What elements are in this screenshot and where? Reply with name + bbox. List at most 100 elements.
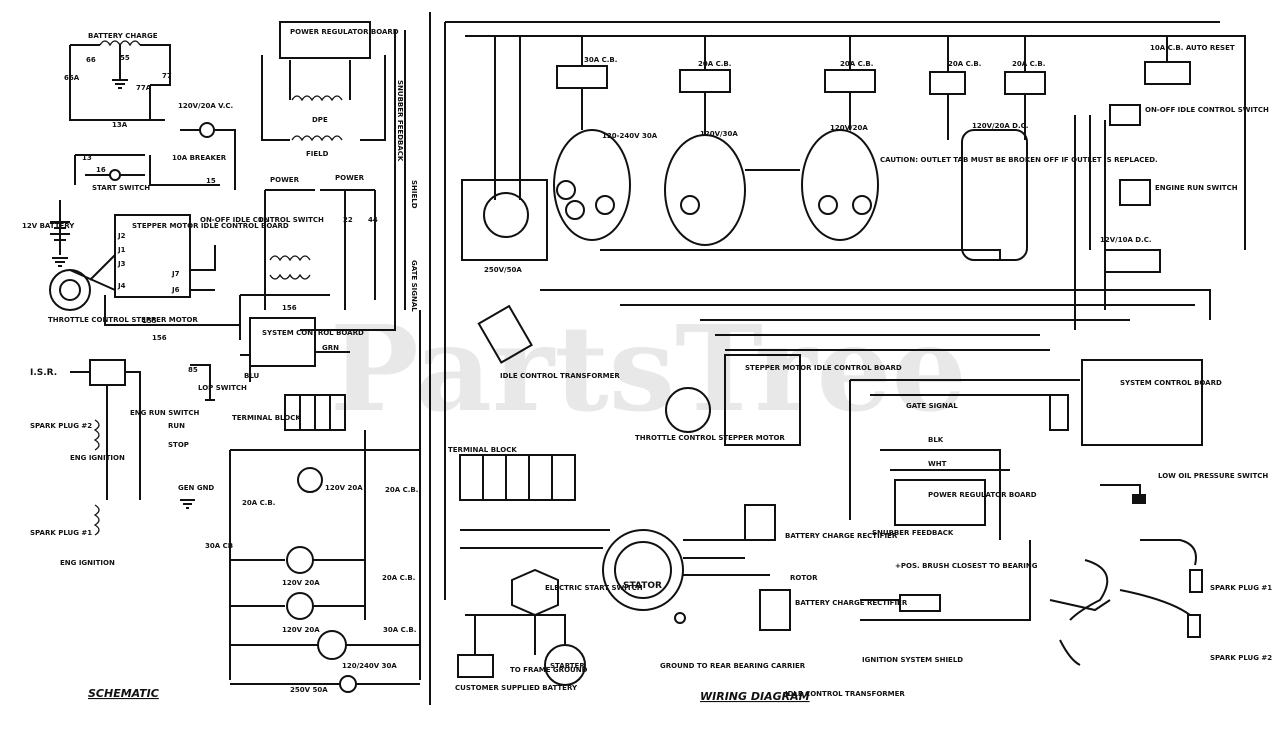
power-regulator-board [894, 479, 986, 526]
wire-label: J7 [171, 270, 180, 278]
rotor-rectifier-label: BATTERY CHARGE RECTIFIER [795, 599, 908, 607]
ignition-coil-2 [93, 504, 100, 536]
receptacle-3-label: 120V 20A [282, 626, 320, 634]
snubber-feedback-label: SNUBBER FEEDBACK [872, 529, 954, 537]
lop-wires [190, 364, 215, 401]
battery-charge-rectifier [744, 504, 776, 541]
isr-box [89, 359, 126, 386]
brush-wires [860, 540, 1031, 621]
cb-to-rec-wire [745, 92, 851, 171]
to-frame-ground-label: TO FRAME GROUND [510, 666, 588, 674]
electric-start-switch-icon [511, 568, 559, 617]
ignition-wires [106, 460, 141, 500]
dpe-label: DPE [312, 116, 328, 124]
dc-12v-label: 12V/10A D.C. [1100, 236, 1152, 244]
cb-label: 20A C.B. [698, 60, 731, 68]
ignition-coil-wires [1049, 559, 1111, 666]
ignition-coil-1 [93, 419, 100, 451]
cb-30a [556, 65, 608, 89]
vac-receptacle-icon [199, 122, 215, 138]
156-wire [239, 294, 330, 340]
stop-label: STOP [168, 441, 189, 449]
cb-20a-1-label: 20A C.B. [385, 486, 418, 494]
wire-label: J6 [171, 286, 180, 294]
terminal-block-label: TERMINAL BLOCK [232, 414, 301, 422]
terminal-icon [680, 195, 700, 215]
terminal-block [459, 454, 576, 501]
low-oil-switch-label: LOW OIL PRESSURE SWITCH [1158, 472, 1268, 480]
battery-symbol [50, 200, 70, 255]
wire-label: 22 [343, 216, 353, 224]
ignition-shield-label: IGNITION SYSTEM SHIELD [862, 656, 963, 664]
cb-20a-2-label: 20A C.B. [242, 499, 275, 507]
ground-rear-label: GROUND TO REAR BEARING CARRIER [660, 662, 806, 670]
cb-label: 20A C.B. [948, 60, 981, 68]
power-winding-2 [269, 273, 311, 280]
field-label: FIELD [306, 150, 329, 158]
cb-20a [824, 69, 876, 93]
battery-charge-rectifier-label: BATTERY CHARGE RECTIFIER [785, 532, 898, 540]
duplex-outlet-label: 120V/20A D.C. [972, 122, 1028, 130]
on-off-idle-switch[interactable] [1109, 104, 1141, 126]
wire-label: J3 [117, 260, 126, 268]
shield-label: SHIELD [410, 180, 418, 209]
engine-run-switch-label: ENGINE RUN SWITCH [1155, 184, 1238, 192]
run-label: RUN [168, 422, 185, 430]
isr-label: I.S.R. [30, 368, 57, 378]
terminal-icon [595, 195, 615, 215]
wire-label: J1 [117, 246, 126, 254]
wire-label: 85 [188, 366, 198, 374]
ground-symbol [180, 499, 195, 509]
blu-label: BLU [244, 372, 260, 380]
power-label-1: POWER [270, 176, 300, 184]
power-regulator-board [279, 21, 371, 59]
receptacle-120-240-label: 120-240V 30A [602, 132, 658, 140]
snubber-feedback-label: SNUBBER FEEDBACK [396, 80, 404, 162]
power-label-2: POWER [335, 174, 365, 182]
stator-inner-icon [614, 541, 672, 599]
receptacle-wires [230, 559, 420, 685]
lop-switch-label: LOP SWITCH [198, 384, 247, 392]
watermark: PartsTree [330, 299, 967, 438]
breaker-wires [74, 154, 220, 186]
receptacle-5-icon [339, 675, 357, 693]
starter-label: STARTER [550, 662, 585, 670]
receptacle-2-label: 120V 20A [282, 579, 320, 587]
gate-signal-label: GATE SIGNAL [906, 402, 958, 410]
terminal-icon [565, 200, 585, 220]
scb-wires [849, 379, 1080, 520]
vac-label: 120V/20A V.C. [178, 102, 233, 110]
stator-wires [460, 529, 770, 576]
motor-wires [69, 254, 116, 291]
wire-label: 13A [112, 121, 128, 129]
top-bus-wires [444, 21, 1246, 600]
receptacle-120-240-icon [553, 129, 631, 241]
receptacle-120v20-icon [801, 129, 879, 241]
cb-30a-label: 30A CB [205, 542, 233, 550]
spark-plug-1-label: SPARK PLUG #1 [30, 529, 92, 537]
155-wire [104, 295, 240, 326]
motor-rotor-icon [59, 279, 81, 301]
blk-label: BLK [928, 436, 944, 444]
throttle-motor-label: THROTTLE CONTROL STEPPER MOTOR [48, 316, 198, 324]
engine-run-switch[interactable] [1119, 179, 1151, 206]
receptacle-2-icon [286, 546, 314, 574]
terminal-block-dividers [299, 395, 331, 430]
power-regulator-board-label: POWER REGULATOR BOARD [290, 28, 399, 36]
wire-label: 66A [64, 74, 80, 82]
wire-label: 77 [162, 72, 172, 80]
wire-label: 156 [282, 304, 297, 312]
start-wires [465, 614, 566, 655]
spark-plug-2-icon [1187, 614, 1201, 638]
electric-start-switch-label: ELECTRIC START SWITCH [545, 584, 643, 592]
ground-symbol [112, 79, 128, 89]
stepper-board-label: STEPPER MOTOR IDLE CONTROL BOARD [745, 364, 902, 372]
caution-note: CAUTION: OUTLET TAB MUST BE BROKEN OFF I… [880, 156, 1158, 164]
cb-feed-wires [581, 36, 1168, 72]
bus-wires [229, 310, 421, 680]
rotor-rectifier [759, 589, 791, 631]
stator-label: STATOR [623, 581, 662, 591]
wire-label: 77A [136, 84, 152, 92]
wire-label: 44 [368, 216, 378, 224]
